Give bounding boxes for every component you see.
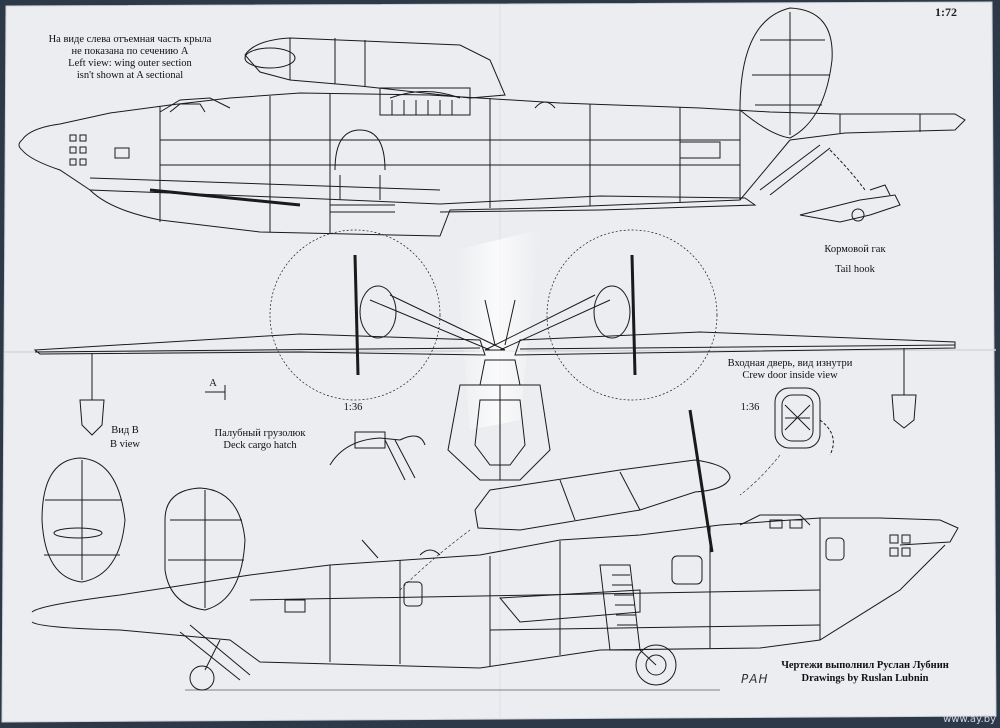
tail-hook-label-ru: Кормовой гак — [824, 244, 886, 255]
credits-ru: Чертежи выполнил Руслан Лубнин — [781, 660, 949, 671]
watermark-text: www.ay.by — [943, 714, 996, 725]
scale-detail-right: 1:36 — [740, 402, 760, 413]
view-b-label-ru: Вид В — [111, 425, 139, 436]
plan-view — [33, 229, 956, 481]
crew-door-label-en: Crew door inside view — [742, 370, 838, 381]
left-view-note-ru-1: На виде слева отъемная часть крыла — [48, 34, 212, 45]
b-view-fin — [41, 457, 126, 583]
scale-detail-left: 1:36 — [343, 402, 363, 413]
side-view-top — [18, 7, 966, 237]
author-mark: РАН — [741, 672, 769, 686]
left-view-note-en-1: Left view: wing outer section — [68, 58, 192, 69]
crew-door-detail — [774, 387, 834, 456]
left-view-note-en-2: isn't shown at A sectional — [76, 70, 184, 81]
scale-main-label: 1:72 — [935, 5, 957, 19]
left-view-note-ru-2: не показана по сечению А — [71, 46, 189, 57]
tail-hook-label-en: Tail hook — [835, 264, 875, 275]
view-b-label-en: B view — [109, 439, 141, 450]
section-marker-label: A — [209, 378, 217, 389]
tail-hook-detail — [799, 149, 901, 223]
left-view-note: На виде слева отъемная часть крыла не по… — [30, 34, 230, 82]
credits-en: Drawings by Ruslan Lubnin — [801, 673, 929, 684]
crew-door-label-ru: Входная дверь, вид изнутри — [727, 358, 853, 369]
cargo-hatch-label-ru: Палубный грузолюк — [214, 428, 306, 439]
cargo-hatch-detail — [329, 431, 426, 481]
side-view-bottom — [31, 409, 959, 691]
cargo-hatch-label-en: Deck cargo hatch — [223, 440, 297, 451]
